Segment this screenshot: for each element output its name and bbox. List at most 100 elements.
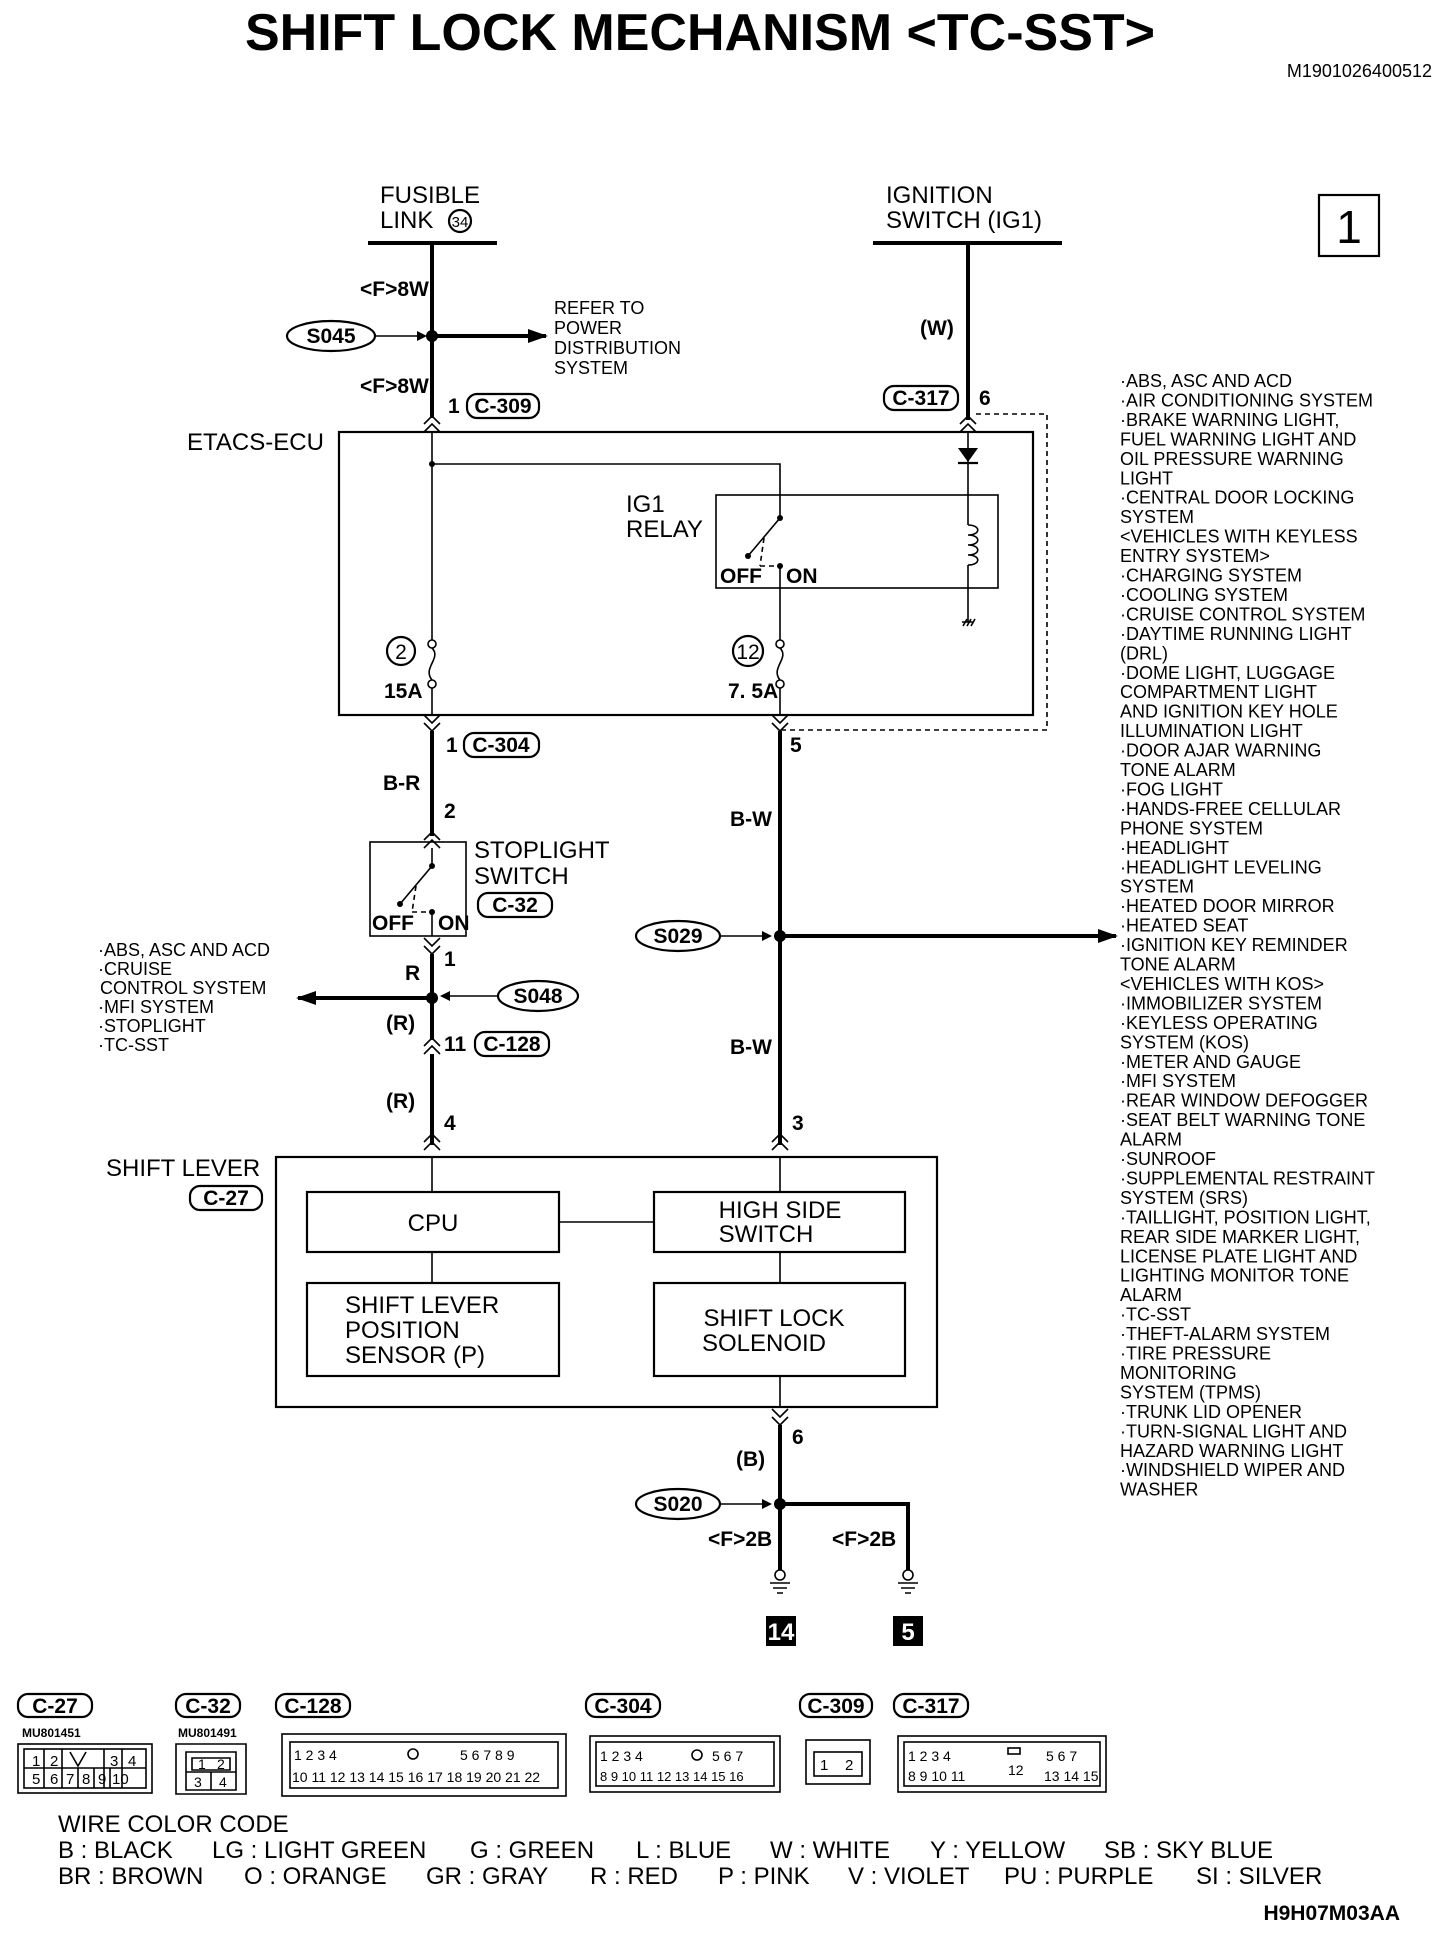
- stoplight-switch-off: OFF: [372, 912, 414, 935]
- cv-pin: 5 6 7 8 9: [460, 1747, 515, 1763]
- stoplight-switch-on: ON: [438, 912, 470, 935]
- stoplight-switch-label-2: SWITCH: [474, 863, 569, 890]
- cv-pin: 10: [112, 1771, 129, 1788]
- cv-pin: 1 2 3 4: [294, 1747, 337, 1763]
- right-list-item: TONE ALARM: [1120, 955, 1236, 975]
- right-list-item: SYSTEM: [1120, 507, 1194, 527]
- right-list-item: FUEL WARNING LIGHT AND: [1120, 429, 1356, 449]
- right-list-item: <VEHICLES WITH KEYLESS: [1120, 527, 1358, 547]
- wire-color-entry: GR : GRAY: [426, 1863, 548, 1890]
- cv-pin: 9: [98, 1771, 106, 1788]
- c309-chevron: [423, 414, 441, 433]
- right-list-item: ·AIR CONDITIONING SYSTEM: [1120, 390, 1373, 410]
- cv-pin: 3: [110, 1753, 118, 1770]
- right-list-item: LIGHT: [1120, 468, 1173, 488]
- cv-pin: 2: [50, 1753, 58, 1770]
- cv-pin: 1: [820, 1757, 828, 1774]
- cv-c128-tag: [274, 1692, 352, 1719]
- cv-pin: 8 9 10 11 12 13 14 15 16: [600, 1769, 744, 1784]
- cv-c304-body: [589, 1735, 781, 1793]
- right-list-item: ·CHARGING SYSTEM: [1120, 566, 1302, 586]
- page-number: 1: [1336, 201, 1362, 253]
- ig1-relay-label: IG1: [626, 491, 665, 518]
- wire-color-code-title: WIRE COLOR CODE: [58, 1811, 289, 1838]
- cv-c304-label: C-304: [594, 1695, 652, 1718]
- c27-label: C-27: [203, 1187, 249, 1210]
- wire-color-code-row-2: BR : BROWN O : ORANGE GR : GRAY R : RED …: [58, 1863, 1322, 1890]
- cv-pin: 13 14 15: [1044, 1768, 1099, 1784]
- right-list-item: SYSTEM (KOS): [1120, 1032, 1249, 1052]
- cv-c317-key: [1007, 1747, 1021, 1755]
- stoplight-switch-off-contact: [397, 901, 403, 907]
- right-list-item: ·REAR WINDOW DEFOGGER: [1120, 1091, 1368, 1111]
- right-list-item: ·WINDSHIELD WIPER AND: [1120, 1460, 1345, 1480]
- right-list-item: SYSTEM (SRS): [1120, 1188, 1248, 1208]
- ignition-switch-label: IGNITION: [886, 182, 993, 209]
- ig1-relay-off: OFF: [720, 565, 762, 588]
- wire-label-b-w-a: B-W: [730, 808, 772, 831]
- right-list-item: LIGHTING MONITOR TONE: [1120, 1266, 1349, 1286]
- ground-14-number: 14: [768, 1619, 795, 1646]
- right-list-item: REAR SIDE MARKER LIGHT,: [1120, 1227, 1360, 1247]
- cv-c27-label: C-27: [32, 1695, 78, 1718]
- c32-tag: [476, 891, 554, 919]
- right-list-item: ·HEATED SEAT: [1120, 916, 1248, 936]
- c128-pin: 11: [444, 1033, 467, 1056]
- cv-c32-tag: [174, 1692, 242, 1719]
- right-list-item: ·MFI SYSTEM: [1120, 1071, 1236, 1091]
- c304-pin-a: 1: [446, 734, 458, 757]
- ground-14-terminal: [774, 1569, 786, 1581]
- c317-chevron: [959, 414, 977, 433]
- wire-label-r-paren-b: (R): [386, 1090, 415, 1113]
- right-list-item: ·HEADLIGHT: [1120, 838, 1229, 858]
- right-list-item: ·ABS, ASC AND ACD: [1120, 371, 1292, 391]
- wire-color-entry: O : ORANGE: [244, 1863, 387, 1890]
- cv-pin: 10 11 12 13 14 15 16 17 18 19 20 21 22: [292, 1769, 540, 1785]
- left-list-item: CONTROL SYSTEM: [100, 978, 266, 998]
- cv-c32-label: C-32: [185, 1695, 231, 1718]
- c27-pin-b: 3: [792, 1112, 804, 1135]
- right-list-item: ·BRAKE WARNING LIGHT,: [1120, 410, 1339, 430]
- c304-tag: [462, 731, 541, 759]
- fuse-12-circle: [731, 634, 765, 668]
- right-list-item: MONITORING: [1120, 1363, 1237, 1383]
- fuse-12-icon: [776, 647, 784, 681]
- ig1-relay-switch-arm: [747, 517, 781, 557]
- cv-c27-tag: [16, 1692, 94, 1719]
- shift-lever-label: SHIFT LEVER: [106, 1155, 260, 1182]
- sensor-label-2: POSITION: [345, 1317, 460, 1344]
- page-number-box: [1317, 193, 1381, 258]
- cv-c317-body: [897, 1735, 1107, 1793]
- c304-label: C-304: [472, 734, 530, 757]
- right-list-item: ·SEAT BELT WARNING TONE: [1120, 1110, 1365, 1130]
- refer-to-line3: DISTRIBUTION: [554, 338, 681, 358]
- right-list-item: SYSTEM: [1120, 877, 1194, 897]
- fusible-link-number: 34: [452, 214, 469, 231]
- wire-color-entry: LG : LIGHT GREEN: [212, 1837, 426, 1864]
- splice-s048-label: S048: [513, 985, 562, 1008]
- c32-chevron-a: [423, 830, 441, 849]
- fuse-12-terminal-a: [775, 639, 785, 649]
- cv-c309-face: [813, 1751, 863, 1777]
- cv-c317-face: [903, 1741, 1101, 1787]
- c317-tag: [882, 384, 960, 412]
- stoplight-switch-box: [369, 841, 467, 937]
- cv-pin: 8: [82, 1771, 90, 1788]
- ground-5-icon: [898, 1582, 918, 1594]
- cv-pin: 4: [219, 1774, 227, 1790]
- fuse-2-icon: [428, 647, 436, 681]
- fuse-2-circle: [385, 635, 417, 667]
- splice-s029-label: S029: [653, 925, 702, 948]
- ig1-relay-link: [759, 537, 765, 567]
- c27-pin-c: 6: [792, 1426, 804, 1449]
- splice-s020-label: S020: [653, 1493, 702, 1516]
- right-list-item: TONE ALARM: [1120, 760, 1236, 780]
- diode-icon: [958, 448, 978, 462]
- wire-label-f2b-a: <F>2B: [708, 1528, 772, 1551]
- splice-s020: [634, 1487, 722, 1521]
- right-list-item: ·DOME LIGHT, LUGGAGE: [1120, 663, 1335, 683]
- right-list-item: ALARM: [1120, 1130, 1182, 1150]
- c128-tag: [473, 1030, 551, 1058]
- right-list-item: WASHER: [1120, 1480, 1198, 1500]
- cv-pin: 1: [198, 1756, 206, 1772]
